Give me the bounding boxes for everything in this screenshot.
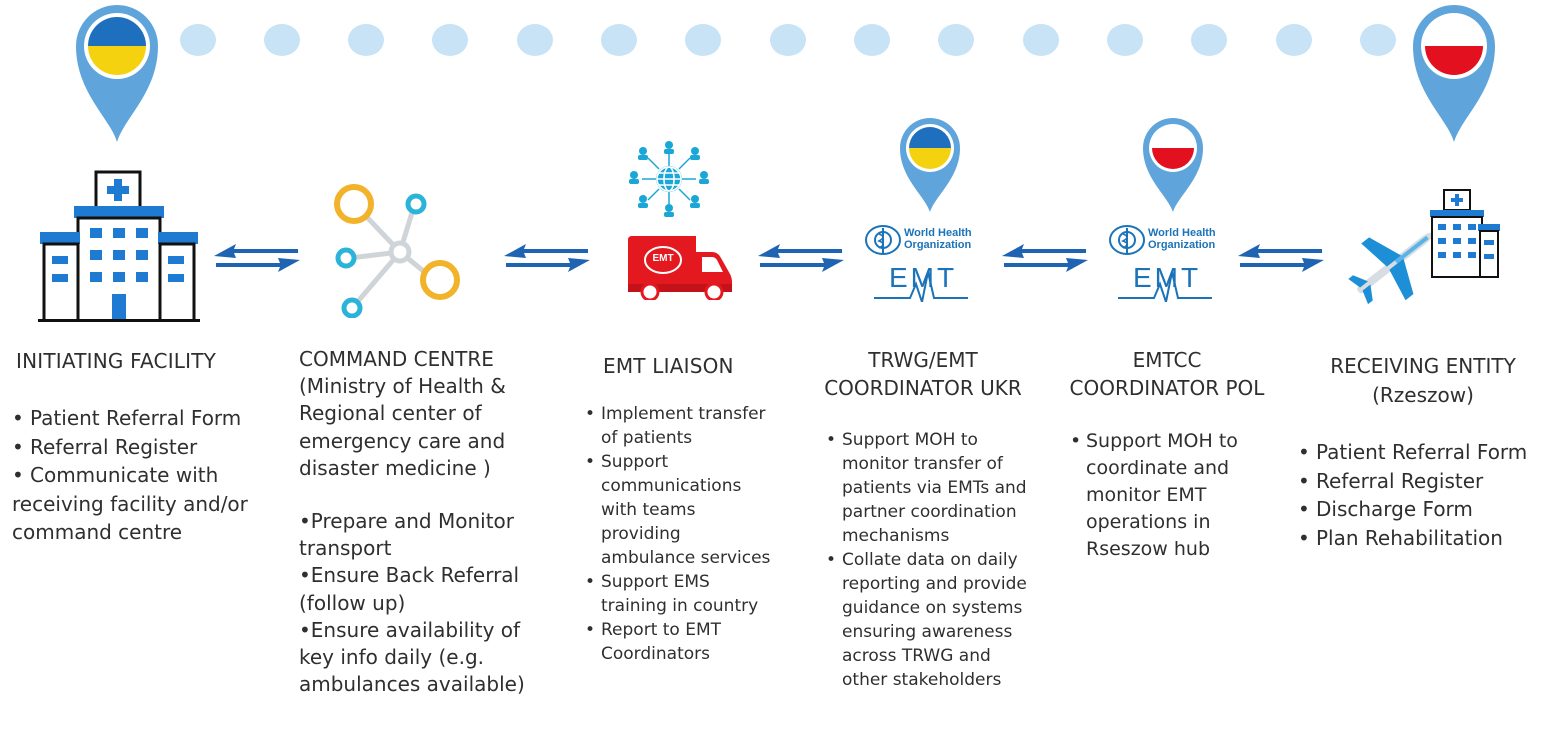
timeline-dot bbox=[770, 24, 806, 56]
list-item: Patient Referral Form bbox=[1298, 438, 1548, 467]
network-node-icon bbox=[334, 184, 460, 318]
who-name-line2: Organization bbox=[1148, 239, 1216, 251]
timeline-dot bbox=[517, 24, 553, 56]
heartbeat-line bbox=[1118, 271, 1212, 302]
list-item: •Prepare and Monitor transport bbox=[299, 509, 514, 561]
ukraine-location-pin-icon bbox=[76, 5, 158, 142]
double-arrow-icon bbox=[1238, 244, 1324, 272]
timeline-dot bbox=[348, 24, 384, 56]
command-centre-list: •Prepare and Monitor transport •Ensure B… bbox=[299, 508, 543, 698]
list-item: Referral Register bbox=[1298, 467, 1548, 496]
who-emt-logo: World Health Organization EMT bbox=[1106, 222, 1226, 304]
timeline-dot bbox=[432, 24, 468, 56]
trwg-coordinator-title: TRWG/EMT COORDINATOR UKR bbox=[808, 346, 1038, 402]
list-item: Report to EMT Coordinators bbox=[583, 618, 779, 666]
timeline-dot bbox=[685, 24, 721, 56]
list-item: Discharge Form bbox=[1298, 495, 1548, 524]
timeline-dot bbox=[180, 24, 216, 56]
list-item: •Ensure Back Referral (follow up) bbox=[299, 563, 520, 615]
receiving-entity-list: Patient Referral Form Referral Register … bbox=[1298, 438, 1548, 552]
who-name-line1: World Health bbox=[1148, 227, 1216, 239]
timeline-dot bbox=[1360, 24, 1396, 56]
list-item: Communicate with receiving facility and/… bbox=[12, 463, 248, 544]
van-label: EMT bbox=[652, 253, 674, 264]
emt-wordmark: EMT bbox=[888, 262, 958, 293]
who-emblem-icon bbox=[1109, 225, 1145, 255]
command-centre-title: COMMAND CENTRE (Ministry of Health & Reg… bbox=[299, 346, 506, 482]
initiating-facility-item-3: Communicate with receiving facility and/… bbox=[12, 461, 262, 547]
title-line: COORDINATOR POL bbox=[1069, 376, 1265, 400]
timeline-dot bbox=[1191, 24, 1227, 56]
hospital-icon bbox=[38, 170, 200, 322]
list-item: Implement transfer of patients bbox=[583, 402, 779, 450]
bullet: • bbox=[12, 463, 24, 487]
timeline-dot bbox=[1107, 24, 1143, 56]
title-line: EMTCC bbox=[1132, 348, 1202, 372]
title-line: (Ministry of Health & bbox=[299, 374, 506, 399]
list-item: Support EMS training in country bbox=[583, 570, 779, 618]
timeline-dot bbox=[601, 24, 637, 56]
list-item: Plan Rehabilitation bbox=[1298, 524, 1548, 553]
initiating-facility-title: INITIATING FACILITY bbox=[16, 349, 217, 373]
title-line: COORDINATOR UKR bbox=[824, 376, 1022, 400]
emt-liaison-title: EMT LIAISON bbox=[603, 354, 734, 378]
title-line: RECEIVING ENTITY bbox=[1330, 354, 1516, 378]
double-arrow-icon bbox=[504, 244, 590, 272]
who-emt-logo: World Health Organization EMT bbox=[862, 222, 982, 304]
list-item: Support communications with teams provid… bbox=[583, 450, 779, 570]
timeline-dot bbox=[854, 24, 890, 56]
hospital-icon bbox=[1430, 189, 1500, 278]
list-item: Collate data on daily reporting and prov… bbox=[824, 548, 1034, 692]
initiating-facility-list: Patient Referral Form Referral Register bbox=[12, 404, 270, 461]
who-name-line1: World Health bbox=[904, 227, 972, 239]
ukraine-location-pin-icon bbox=[900, 118, 960, 212]
list-item: Support MOH to coordinate and monitor EM… bbox=[1068, 428, 1268, 563]
poland-location-pin-icon bbox=[1413, 5, 1495, 142]
airplane-icon bbox=[1348, 232, 1433, 304]
list-item: Referral Register bbox=[12, 433, 270, 462]
trwg-coordinator-list: Support MOH to monitor transfer of patie… bbox=[824, 428, 1034, 692]
double-arrow-icon bbox=[758, 244, 844, 272]
emtcc-coordinator-list: Support MOH to coordinate and monitor EM… bbox=[1068, 428, 1268, 563]
list-item: Support MOH to monitor transfer of patie… bbox=[824, 428, 1034, 548]
who-emblem-icon bbox=[865, 225, 901, 255]
timeline-dot bbox=[264, 24, 300, 56]
timeline-dot bbox=[938, 24, 974, 56]
title-line: TRWG/EMT bbox=[868, 348, 978, 372]
title-line: emergency care and bbox=[299, 428, 506, 453]
timeline-dot bbox=[1276, 24, 1312, 56]
title-line: (Rzeszow) bbox=[1372, 383, 1474, 407]
timeline-dot bbox=[1023, 24, 1059, 56]
title-line: disaster medicine ) bbox=[299, 455, 491, 480]
list-item: Patient Referral Form bbox=[12, 404, 270, 433]
poland-location-pin-icon bbox=[1143, 118, 1203, 212]
emt-wordmark: EMT bbox=[1132, 262, 1202, 293]
ambulance-van-icon: EMT bbox=[626, 232, 734, 300]
who-name-line2: Organization bbox=[904, 239, 972, 251]
emtcc-coordinator-title: EMTCC COORDINATOR POL bbox=[1052, 346, 1282, 402]
heartbeat-line bbox=[874, 271, 968, 302]
receiving-entity-title: RECEIVING ENTITY (Rzeszow) bbox=[1310, 352, 1536, 410]
double-arrow-icon bbox=[214, 244, 300, 272]
title-line: Regional center of bbox=[299, 401, 482, 426]
title-line: COMMAND CENTRE bbox=[299, 347, 494, 371]
list-item: •Ensure availability of key info daily (… bbox=[299, 617, 525, 697]
double-arrow-icon bbox=[1002, 244, 1088, 272]
emt-liaison-list: Implement transfer of patients Support c… bbox=[583, 402, 779, 666]
people-network-icon bbox=[629, 141, 709, 217]
